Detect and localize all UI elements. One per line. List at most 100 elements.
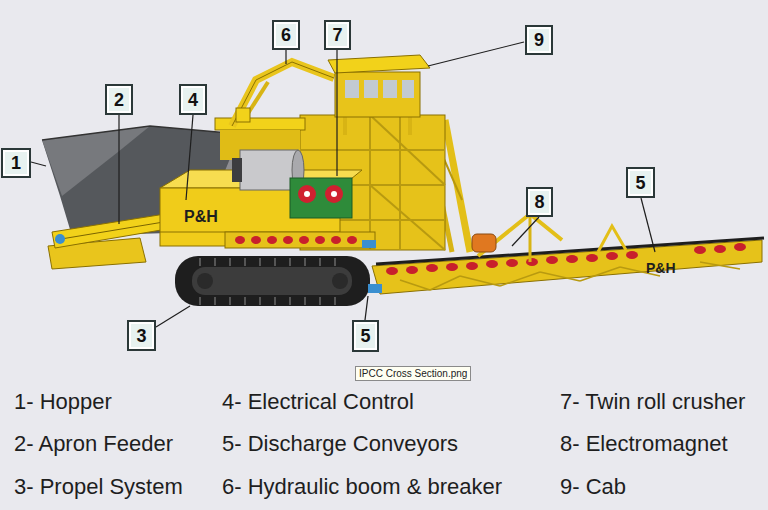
long-discharge-conveyor	[506, 259, 518, 267]
callout-box: 5	[626, 167, 655, 198]
leader-line	[31, 162, 46, 166]
long-discharge-conveyor	[400, 280, 430, 290]
legend-entry: 3- Propel System	[14, 475, 183, 499]
propel-tracks	[175, 256, 370, 306]
callout-box: 1	[1, 148, 31, 178]
legend-entry: 9- Cab	[560, 475, 626, 499]
tower-frame	[369, 115, 371, 250]
propel-tracks	[334, 297, 336, 305]
callout-box: 8	[526, 187, 553, 217]
tower-frame	[215, 118, 305, 130]
propel-tracks	[229, 297, 231, 305]
electromagnet	[529, 214, 532, 262]
long-discharge-conveyor	[426, 264, 438, 272]
leader-line	[118, 115, 119, 224]
operator-cab	[343, 117, 347, 135]
long-discharge-conveyor	[734, 243, 746, 251]
operator-cab	[364, 80, 378, 98]
legend-entry: 7- Twin roll crusher	[560, 390, 745, 414]
callout-number: 5	[360, 327, 370, 345]
propel-tracks	[334, 258, 336, 266]
electromagnet	[472, 214, 626, 262]
operator-cab	[328, 55, 430, 73]
operator-cab	[335, 72, 420, 117]
motor-cylinder	[240, 150, 298, 190]
hopper	[42, 126, 150, 196]
propel-tracks	[332, 273, 348, 289]
callout-box: 5	[352, 320, 379, 352]
long-discharge-conveyor	[694, 246, 706, 254]
long-discharge-conveyor	[372, 240, 762, 294]
short-discharge-conveyor	[362, 240, 376, 248]
propel-tracks	[274, 297, 276, 305]
boom-and-breaker	[232, 62, 334, 126]
long-discharge-conveyor	[446, 263, 458, 271]
long-discharge-conveyor	[460, 276, 500, 286]
twin-roll-crusher	[298, 185, 316, 203]
boom-and-breaker	[236, 108, 250, 122]
apron-feeder	[55, 234, 65, 244]
short-discharge-conveyor	[225, 232, 376, 248]
operator-cab	[345, 80, 359, 98]
long-discharge-conveyor	[400, 262, 740, 290]
short-discharge-conveyor	[267, 236, 277, 244]
tower-frame	[370, 115, 445, 185]
callout-box: 6	[272, 20, 300, 50]
callout-box: 3	[127, 320, 156, 351]
short-discharge-conveyor	[299, 236, 309, 244]
twin-roll-crusher	[290, 178, 352, 218]
electromagnet	[472, 234, 496, 252]
propel-tracks	[200, 258, 335, 305]
propel-tracks	[197, 273, 213, 289]
propel-tracks	[319, 258, 321, 266]
tower-frame	[300, 149, 445, 151]
short-discharge-conveyor	[347, 236, 357, 244]
propel-tracks	[289, 297, 291, 305]
leader-line	[186, 115, 193, 200]
propel-tracks	[214, 297, 216, 305]
long-discharge-conveyor	[376, 238, 764, 264]
callout-number: 5	[635, 174, 645, 192]
short-discharge-conveyor	[331, 236, 341, 244]
callout-box: 2	[105, 84, 133, 115]
propel-tracks	[214, 258, 216, 266]
propel-tracks	[199, 297, 201, 305]
long-discharge-conveyor	[586, 254, 598, 262]
callout-number: 9	[534, 31, 544, 49]
brand-logo: P&H	[646, 261, 676, 276]
leader-line	[365, 296, 368, 320]
legend-entry: 1- Hopper	[14, 390, 112, 414]
long-discharge-conveyor	[700, 262, 740, 269]
short-discharge-conveyor	[235, 236, 357, 244]
long-discharge-conveyor	[626, 251, 638, 259]
legend-entry: 4- Electrical Control	[222, 390, 414, 414]
operator-cab	[402, 80, 414, 98]
hopper	[42, 126, 240, 140]
operator-cab	[408, 117, 412, 135]
short-discharge-conveyor	[251, 236, 261, 244]
leader-line	[31, 42, 655, 327]
long-discharge-conveyor	[500, 272, 540, 286]
propel-tracks	[304, 258, 306, 266]
long-discharge-conveyor	[466, 262, 478, 270]
twin-roll-crusher	[325, 185, 343, 203]
legend-entry: 8- Electromagnet	[560, 432, 728, 456]
legend-entry: 5- Discharge Conveyors	[222, 432, 458, 456]
callout-number: 4	[188, 91, 198, 109]
propel-tracks	[175, 256, 370, 306]
propel-tracks	[259, 258, 261, 266]
boom-and-breaker	[232, 62, 334, 126]
propel-tracks	[192, 267, 352, 295]
tower-frame	[370, 185, 445, 250]
legend-entry: 2- Apron Feeder	[14, 432, 173, 456]
long-discharge-conveyor	[580, 267, 620, 281]
long-discharge-conveyor	[526, 258, 538, 266]
propel-tracks	[319, 297, 321, 305]
tower-frame	[399, 115, 401, 250]
long-discharge-conveyor	[566, 255, 578, 263]
twin-roll-crusher	[331, 191, 337, 197]
electromagnet	[598, 226, 626, 252]
long-discharge-conveyor	[606, 252, 618, 260]
